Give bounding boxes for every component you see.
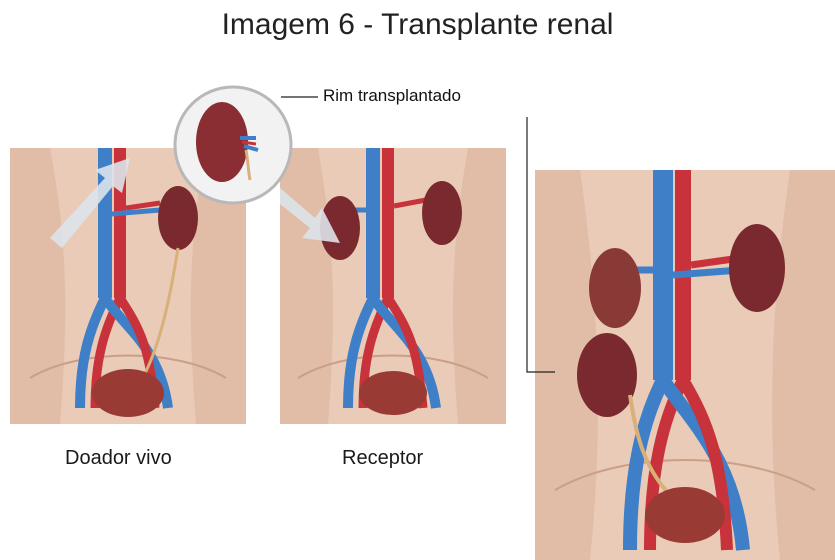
- donor-bladder: [92, 369, 164, 417]
- recipient-caption: Receptor: [342, 447, 423, 470]
- transplanted-kidney: [577, 333, 637, 417]
- native-kidney-right: [589, 248, 641, 328]
- transplant-result-panel: [535, 170, 835, 560]
- recipient-kidney-left: [422, 181, 462, 245]
- native-kidney-left: [729, 224, 785, 312]
- recipient-anatomy-panel: [280, 148, 506, 424]
- figure-title: Imagem 6 - Transplante renal: [0, 8, 835, 42]
- donor-anatomy-panel: [10, 148, 246, 424]
- transplanted-kidney-label: Rim transplantado: [323, 86, 461, 106]
- recipient-bladder: [359, 371, 427, 415]
- result-bladder: [645, 487, 725, 543]
- donor-caption: Doador vivo: [65, 447, 172, 470]
- recipient-anatomy-illustration: [280, 148, 506, 424]
- donor-kidney: [158, 186, 198, 250]
- donor-anatomy-illustration: [10, 148, 246, 424]
- transplant-result-illustration: [535, 170, 835, 560]
